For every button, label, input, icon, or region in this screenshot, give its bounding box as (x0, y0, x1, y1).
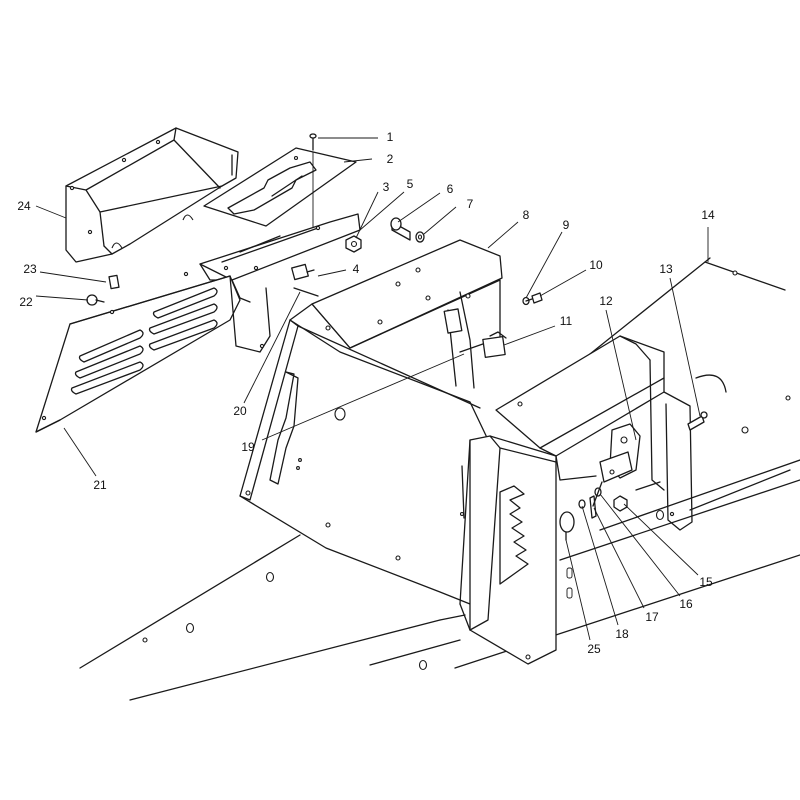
part-10-bolt (525, 292, 543, 304)
callout-21: 21 (93, 478, 107, 492)
callout-11: 11 (560, 314, 573, 328)
callout-23: 23 (23, 262, 37, 276)
base-slots (566, 567, 573, 599)
callout-24: 24 (17, 199, 31, 213)
callout-5: 5 (407, 177, 414, 191)
callout-labels: 1 2 3 4 5 6 7 8 9 10 11 12 13 14 15 16 1… (17, 130, 715, 656)
callout-6: 6 (447, 182, 454, 196)
part-13-screw (687, 411, 708, 431)
callout-13: 13 (659, 262, 673, 276)
callout-4: 4 (353, 262, 360, 276)
part-15-nut (613, 495, 628, 512)
callout-20: 20 (233, 404, 247, 418)
callout-12: 12 (599, 294, 613, 308)
callout-17: 17 (645, 610, 659, 624)
callout-9: 9 (563, 218, 570, 232)
part-17-connector (589, 481, 603, 519)
callout-22: 22 (19, 295, 33, 309)
housing-front-face (239, 303, 491, 605)
callout-15: 15 (699, 575, 713, 589)
callout-8: 8 (523, 208, 530, 222)
callout-10: 10 (589, 258, 603, 272)
part-24-rear-shroud (65, 127, 239, 263)
part-23-clip (108, 274, 120, 290)
part-7-washer (415, 231, 425, 243)
part-18-lockwasher (578, 499, 586, 509)
callout-3: 3 (383, 180, 390, 194)
housing-right-pillar (459, 435, 557, 665)
part-6-bolt (390, 217, 411, 241)
part-22-screw (86, 294, 105, 306)
part-3-nut (345, 235, 362, 253)
callout-7: 7 (467, 197, 474, 211)
callout-19: 19 (241, 440, 255, 454)
part-25-knob (559, 511, 575, 541)
callout-16: 16 (679, 597, 693, 611)
callout-2: 2 (387, 152, 394, 166)
callout-18: 18 (615, 627, 629, 641)
part-1-screw (309, 133, 317, 232)
leader-lines (35, 137, 709, 641)
switch-assembly (599, 423, 661, 491)
callout-1: 1 (387, 130, 394, 144)
part-12-right-tower (495, 335, 727, 531)
part-2-gasket-plate (203, 147, 357, 227)
part-11-relay (482, 331, 507, 358)
callout-25: 25 (587, 642, 601, 656)
part-21-louvered-panel (35, 271, 271, 433)
callout-14: 14 (701, 208, 715, 222)
